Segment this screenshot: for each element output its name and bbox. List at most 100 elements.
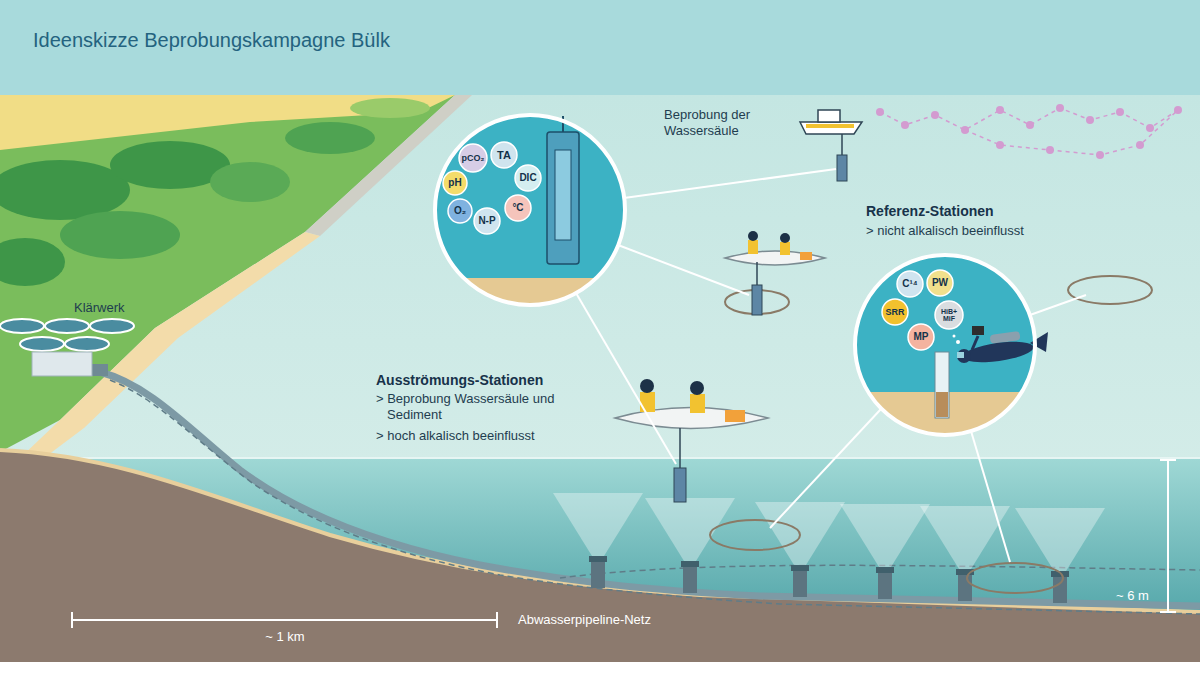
leader-line-part bbox=[618, 245, 749, 295]
magnifier-water-part bbox=[435, 115, 625, 305]
sampling-grid-part bbox=[1086, 116, 1094, 124]
research-boat-part bbox=[837, 155, 847, 181]
sampling-grid-part bbox=[1146, 124, 1154, 132]
kayak-part bbox=[679, 428, 681, 468]
circle-shape bbox=[515, 165, 541, 191]
magnifier-sediment-part bbox=[936, 392, 948, 417]
parameter-circle: °C bbox=[504, 194, 532, 222]
kayak-part bbox=[640, 379, 654, 393]
diffuser-part bbox=[840, 504, 930, 567]
parameter-label: pCO₂ bbox=[462, 154, 485, 163]
leader-line-part bbox=[624, 169, 836, 198]
kayak-part bbox=[800, 252, 812, 260]
sampling-grid-part bbox=[901, 121, 909, 129]
leader-line-part bbox=[971, 431, 1010, 562]
scale-bar-part bbox=[1160, 611, 1176, 613]
pipeline-part bbox=[100, 372, 1200, 606]
scale-bar-part bbox=[1160, 459, 1176, 461]
parameter-circle: HiB+ MiF bbox=[934, 300, 964, 330]
research-boat-part bbox=[841, 134, 843, 155]
diffuser-part bbox=[793, 569, 807, 597]
kayak bbox=[615, 231, 825, 502]
kayak-part bbox=[756, 262, 758, 285]
kayak-part bbox=[674, 468, 686, 502]
diffuser-part bbox=[683, 565, 697, 593]
diffuser bbox=[553, 493, 1105, 603]
leader-line-part bbox=[1030, 295, 1086, 315]
part-name: Abwasserpipeline-Netz bbox=[518, 612, 651, 628]
scale-bar-part bbox=[496, 612, 498, 628]
station-note: > nicht alkalisch beeinflusst bbox=[866, 223, 1024, 239]
sampling-grid-part bbox=[1056, 104, 1064, 112]
research-boat-part bbox=[806, 124, 854, 128]
treatment-plant-part bbox=[20, 337, 64, 351]
sampling-grid-part bbox=[1046, 146, 1054, 154]
sea-bed-part bbox=[0, 450, 1200, 612]
circle-shape bbox=[459, 144, 487, 172]
diffuser-part bbox=[1053, 575, 1067, 603]
kayak-part bbox=[780, 242, 790, 255]
background-part bbox=[0, 0, 1200, 95]
parameter-label: C¹⁴ bbox=[902, 279, 918, 289]
dimension: ~ 6 m bbox=[1116, 588, 1149, 604]
magnifier-water-part bbox=[562, 116, 564, 132]
pipeline-part bbox=[92, 364, 108, 376]
station-note: > hoch alkalisch beeinflusst bbox=[376, 428, 535, 444]
magnifier-sediment-part bbox=[855, 255, 1035, 435]
station-heading: Referenz-Stationen bbox=[866, 203, 994, 221]
land-part bbox=[285, 122, 375, 154]
sampling-grid-part bbox=[961, 126, 969, 134]
diffuser-part bbox=[645, 498, 735, 561]
parameter-label: MP bbox=[914, 332, 929, 342]
circle-shape bbox=[935, 301, 963, 329]
treatment-plant-part bbox=[32, 352, 92, 376]
sampling-grid-part bbox=[1174, 106, 1182, 114]
magnifier-sediment-part bbox=[957, 352, 964, 358]
sampling-grid-part bbox=[880, 108, 1178, 130]
diffuser-part bbox=[791, 565, 809, 571]
sampling-grid-part bbox=[996, 141, 1004, 149]
kayak-part bbox=[725, 410, 745, 422]
parameter-label: HiB+ MiF bbox=[937, 308, 961, 322]
land-part bbox=[0, 238, 65, 286]
parameter-circle: TA bbox=[490, 141, 518, 169]
magnifier-sediment bbox=[850, 255, 1050, 442]
circle-shape bbox=[908, 324, 934, 350]
magnifier-water-part bbox=[547, 132, 579, 264]
kayak-part bbox=[640, 392, 655, 412]
magnifier-water-part bbox=[555, 150, 571, 240]
diffuser-part bbox=[1015, 508, 1105, 571]
scale-bar-part bbox=[71, 612, 73, 628]
magnifier-sediment-part bbox=[957, 349, 971, 363]
magnifier-sediment-part bbox=[855, 255, 1035, 435]
parameter-label: °C bbox=[512, 203, 523, 213]
land-part bbox=[0, 160, 130, 220]
circle-shape bbox=[882, 299, 908, 325]
magnifier-water bbox=[430, 115, 630, 318]
parameter-circle: N-P bbox=[473, 207, 501, 235]
sea-bed-part bbox=[0, 450, 1200, 662]
magnifier-sediment-part bbox=[972, 326, 984, 335]
parameter-circle: SRR bbox=[881, 298, 909, 326]
circle-shape bbox=[491, 142, 517, 168]
sampling-grid-part bbox=[1136, 141, 1144, 149]
circle-shape bbox=[897, 271, 923, 297]
parameter-circle: PW bbox=[926, 269, 954, 297]
land-part bbox=[20, 232, 320, 458]
treatment-plant bbox=[0, 319, 134, 376]
treatment-plant-part bbox=[45, 319, 89, 333]
leader-line-part bbox=[770, 409, 881, 528]
parameter-circle: MP bbox=[907, 323, 935, 351]
pipeline bbox=[92, 364, 1200, 614]
diffuser-part bbox=[681, 561, 699, 567]
scale-bar bbox=[72, 460, 1176, 628]
treatment-plant-part bbox=[90, 319, 134, 333]
kayak-part bbox=[780, 233, 790, 243]
circle-shape bbox=[443, 171, 467, 195]
sampling-grid-part bbox=[996, 106, 1004, 114]
treatment-plant-part bbox=[0, 319, 44, 333]
kayak-part bbox=[690, 381, 704, 395]
magnifier-water-part bbox=[430, 278, 630, 318]
